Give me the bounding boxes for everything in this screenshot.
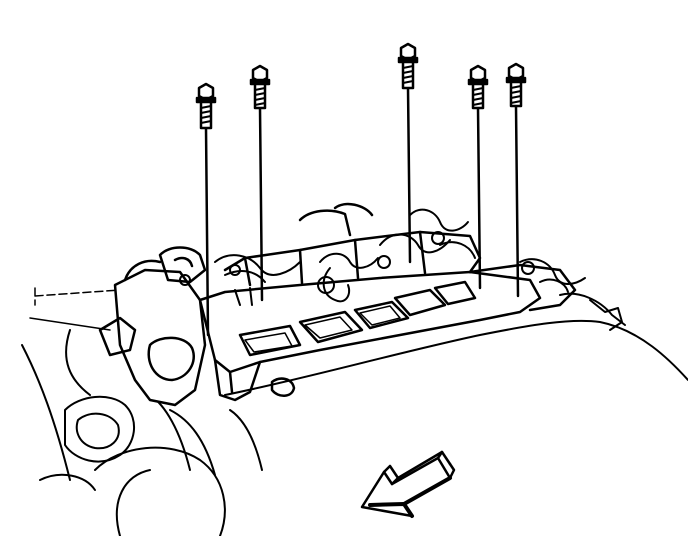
- bolt-icon: [195, 82, 217, 130]
- bolt-icon: [505, 62, 527, 108]
- arrow-icon: [360, 450, 456, 518]
- bolt-leader-lines: [204, 86, 520, 337]
- manifold-runners: [238, 280, 477, 357]
- intake-manifold: [98, 202, 577, 407]
- wiring-harness: [179, 208, 626, 331]
- bolt-icon: [249, 64, 271, 110]
- bolt-icon: [467, 64, 489, 110]
- bolt-icon: [397, 42, 419, 90]
